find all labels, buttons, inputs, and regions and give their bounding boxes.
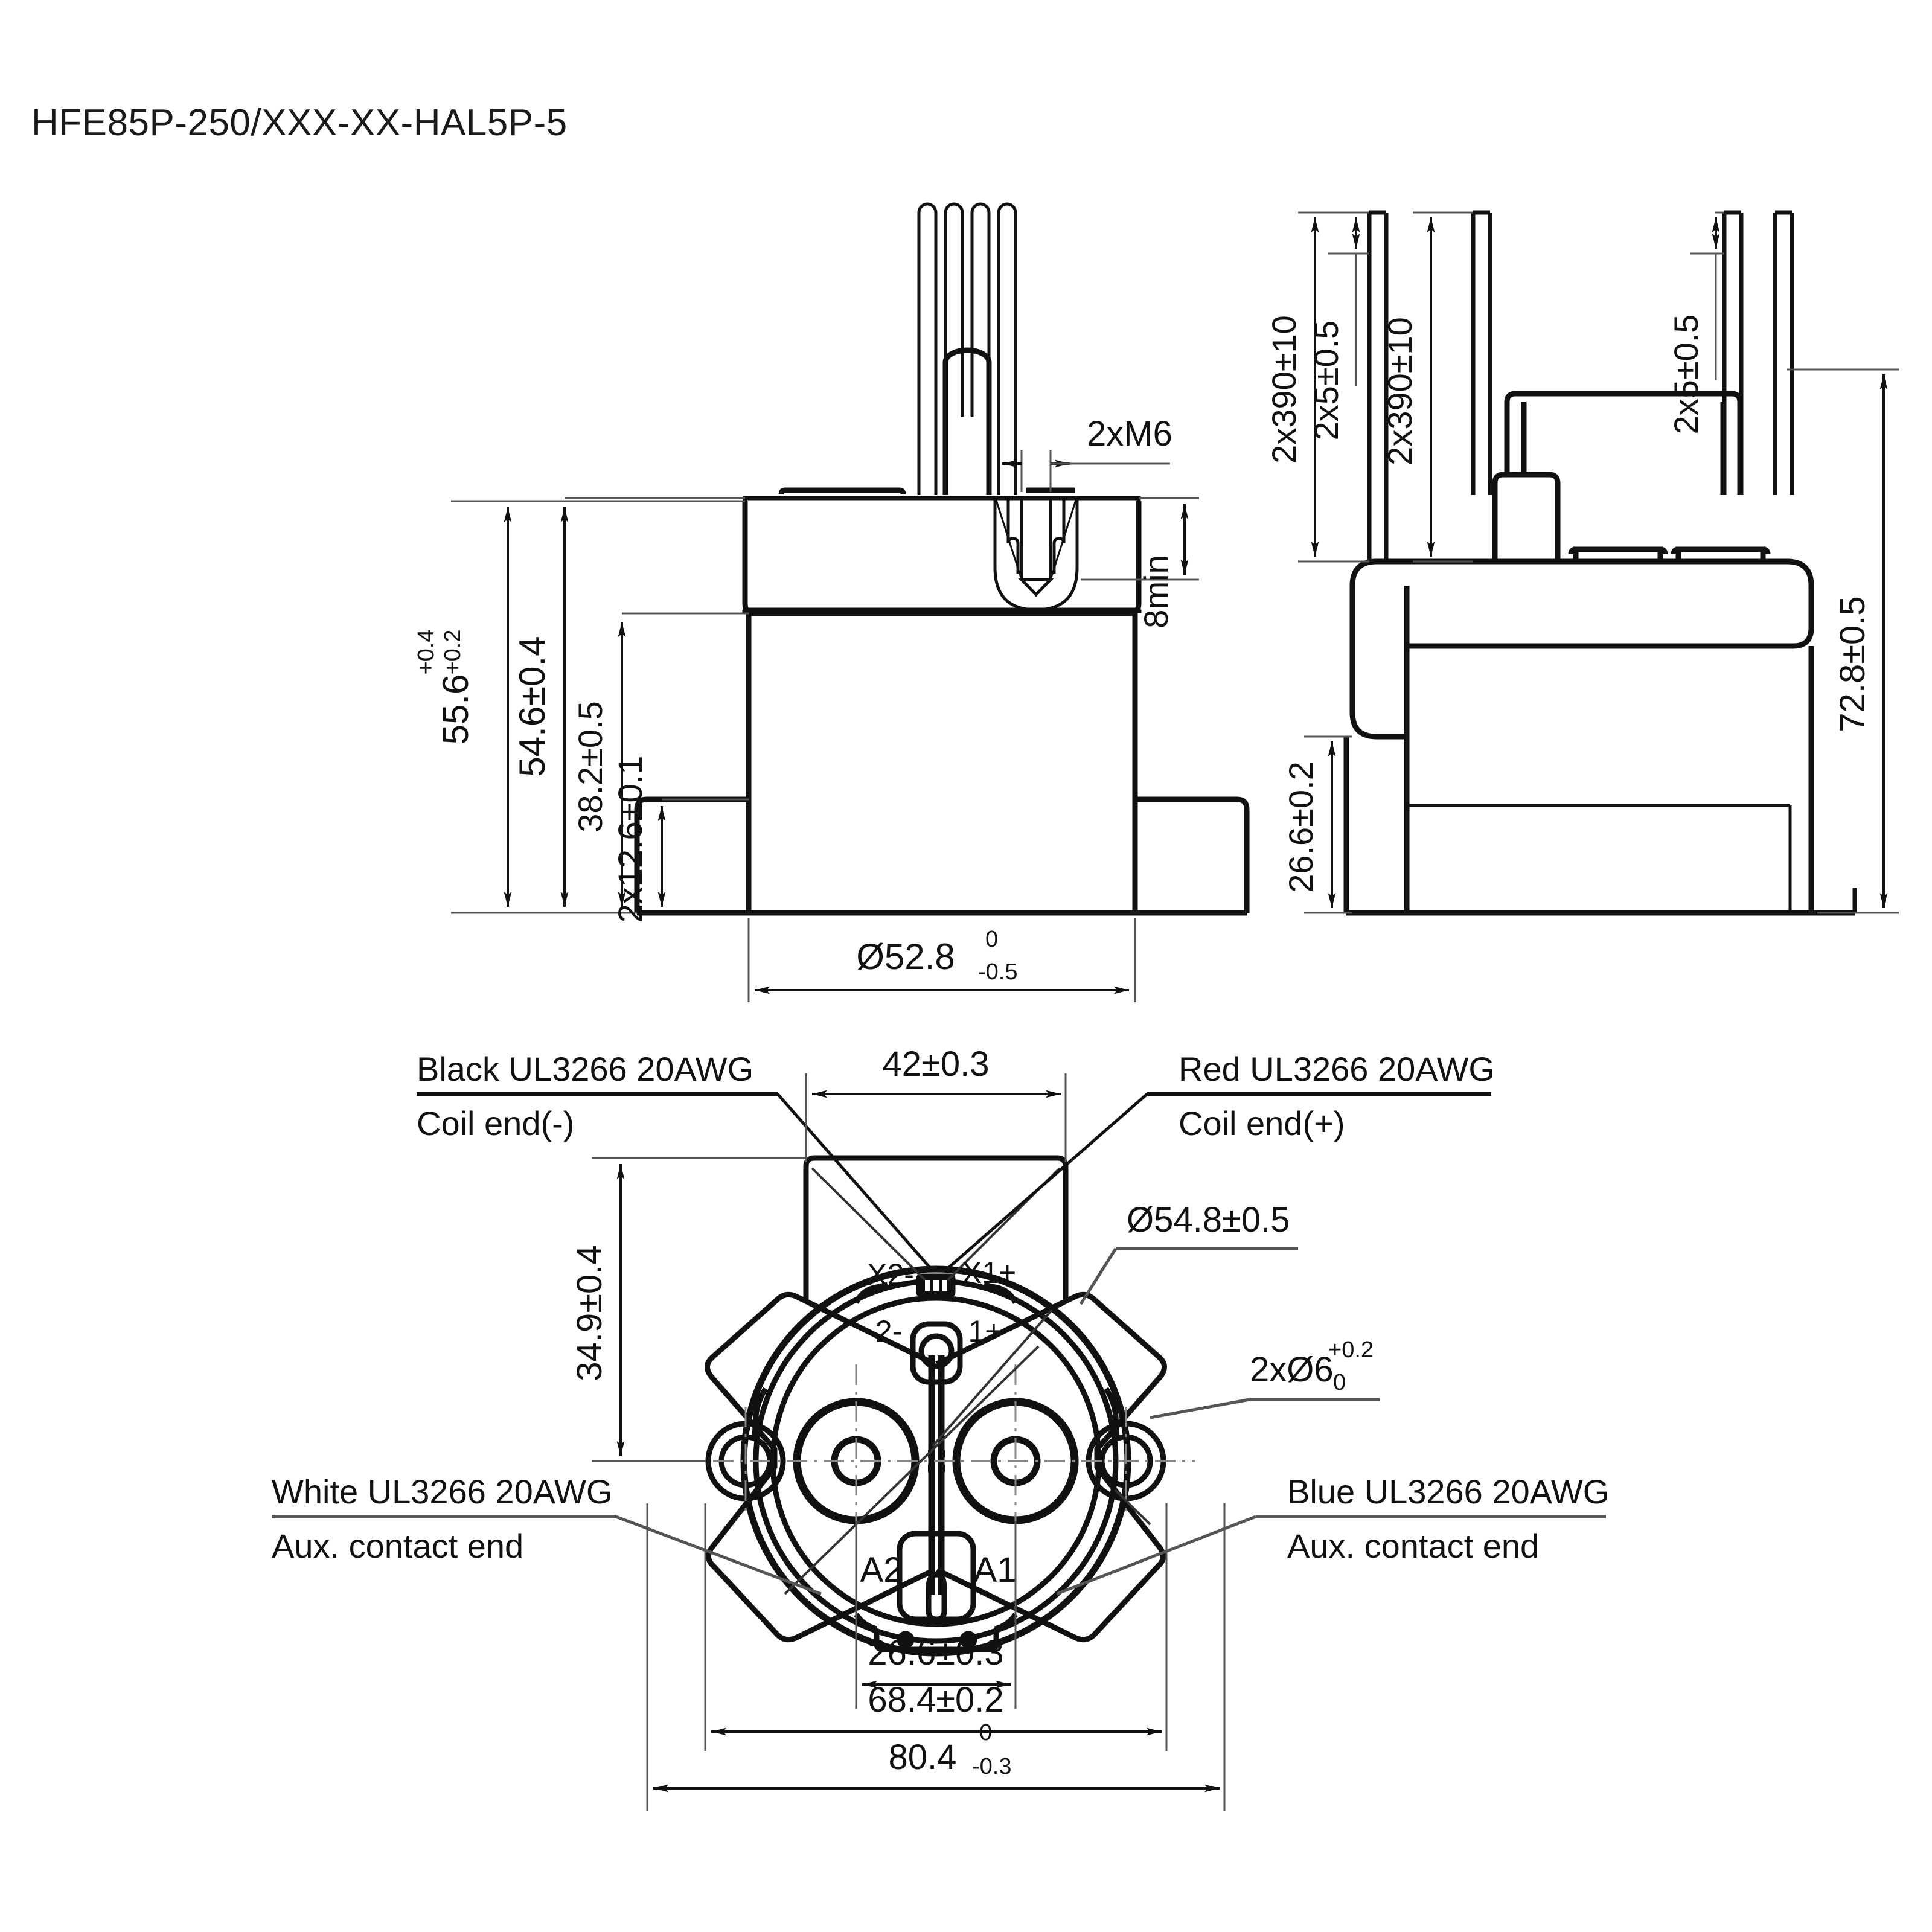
wire-red-line2: Coil end(+)	[1179, 1104, 1345, 1142]
side-dimension-stack: 2x390±10 2x5±0.5 2x390±10 2x5±0.5 72.8±0…	[1265, 211, 1899, 914]
dim-68-4-value: 68.4±0.2	[868, 1680, 1003, 1719]
dim-80-4-lower-tol: -0.3	[972, 1754, 1011, 1779]
side-wire-bundle	[1367, 210, 1794, 561]
wire-callout-black: Black UL3266 20AWG Coil end(-)	[417, 1050, 934, 1272]
bottom-center-bar	[928, 1355, 945, 1595]
dim-54-6-value: 54.6±0.4	[512, 636, 552, 776]
side-elevation-view: 2x390±10 2x5±0.5 2x390±10 2x5±0.5 72.8±0…	[1265, 210, 1899, 916]
bottom-terminal-marks: X2- X1+ 2- 1+ A2 A1	[860, 1256, 1017, 1590]
dim-38-2-value: 38.2±0.5	[571, 701, 609, 833]
dim-80-4-value: 80.4	[889, 1738, 957, 1777]
mark-1-label: 1+	[968, 1314, 1002, 1348]
dim-side-5a-value: 2x5±0.5	[1307, 321, 1345, 441]
dim-55-6-value: 55.6	[435, 674, 476, 745]
dim-55-6-lower-tol: +0.2	[440, 629, 465, 674]
wire-callout-red: Red UL3266 20AWG Coil end(+)	[944, 1050, 1495, 1272]
dim-34-9-value: 34.9±0.4	[570, 1245, 609, 1381]
wire-black-line1: Black UL3266 20AWG	[417, 1050, 753, 1088]
dim-52-8-lower-tol: -0.5	[978, 959, 1017, 985]
bottom-plan-view: X2- X1+ 2- 1+ A2 A1 Black UL3266 20AWG C…	[272, 1044, 1609, 1811]
mark-x1-label: X1+	[962, 1256, 1016, 1290]
front-dimension-stack: 55.6 +0.4 +0.2 54.6±0.4 38.2±0.5 2x12.6±…	[414, 414, 1199, 1002]
wire-white-line1: White UL3266 20AWG	[272, 1473, 612, 1511]
dim-26-6-value: 26.6±0.3	[868, 1633, 1003, 1672]
bottom-top-housing-rect	[803, 1155, 1069, 1301]
dim-2xd6-lower-tol: 0	[1333, 1370, 1346, 1395]
mark-a2-label: A2	[860, 1550, 903, 1590]
dim-12-6-value: 2x12.6±0.1	[611, 756, 649, 923]
dim-d54-8-value: Ø54.8±0.5	[1127, 1200, 1290, 1239]
bottom-leader-lines	[784, 1167, 1151, 1595]
mark-2-label: 2-	[875, 1314, 902, 1348]
dim-80-4-upper-tol: 0	[979, 1720, 992, 1745]
m6-boss-detail	[993, 496, 1079, 612]
bottom-bottom-tabs	[874, 1630, 999, 1652]
dim-2xd6-upper-tol: +0.2	[1328, 1337, 1374, 1363]
dim-side-26-6-value: 26.6±0.2	[1282, 761, 1320, 893]
dim-side-390b-value: 2x390±10	[1381, 317, 1419, 465]
wire-callout-white: White UL3266 20AWG Aux. contact end	[272, 1473, 822, 1596]
mark-a1-label: A1	[974, 1550, 1017, 1590]
front-elevation-view: 55.6 +0.4 +0.2 54.6±0.4 38.2±0.5 2x12.6±…	[414, 202, 1250, 1002]
bottom-flange-outline	[705, 1291, 1167, 1643]
dim-8min-value: 8min	[1137, 555, 1175, 628]
dim-2xm6-value: 2xM6	[1087, 414, 1172, 453]
wire-callout-blue: Blue UL3266 20AWG Aux. contact end	[1056, 1473, 1609, 1596]
wire-blue-line1: Blue UL3266 20AWG	[1287, 1473, 1609, 1511]
dim-side-72-8-value: 72.8±0.5	[1833, 596, 1872, 732]
bottom-keyway-upper	[910, 1321, 963, 1385]
wire-black-line2: Coil end(-)	[417, 1104, 574, 1142]
dim-52-8-value: Ø52.8	[856, 936, 955, 977]
bottom-dimension-stack: 42±0.3 34.9±0.4 26.6±0.3 68.4±0.2 80.4 0…	[570, 1044, 1380, 1811]
dim-42-value: 42±0.3	[883, 1044, 990, 1084]
dim-side-5b-value: 2x5±0.5	[1667, 315, 1705, 435]
bottom-keyway-lower	[897, 1531, 976, 1622]
front-housing-body	[634, 496, 1250, 916]
page-title: HFE85P-250/XXX-XX-HAL5P-5	[31, 102, 568, 144]
side-housing-body	[1343, 558, 1857, 916]
side-top-fixtures	[1492, 391, 1771, 565]
bottom-connector-tab-slots	[925, 1280, 947, 1291]
front-wire-bundle	[917, 202, 1017, 495]
front-top-cover-lip	[778, 487, 1075, 495]
wire-red-line1: Red UL3266 20AWG	[1179, 1050, 1495, 1088]
dim-52-8-upper-tol: 0	[985, 927, 998, 952]
dim-side-390a-value: 2x390±10	[1265, 315, 1303, 464]
wire-white-line2: Aux. contact end	[272, 1527, 523, 1565]
bottom-tab-notches	[752, 1282, 1120, 1632]
wire-blue-line2: Aux. contact end	[1287, 1527, 1539, 1565]
dim-2xd6-value: 2xØ6	[1250, 1350, 1334, 1389]
mark-x2-label: X2-	[867, 1258, 914, 1291]
dim-55-6-upper-tol: +0.4	[414, 629, 439, 674]
